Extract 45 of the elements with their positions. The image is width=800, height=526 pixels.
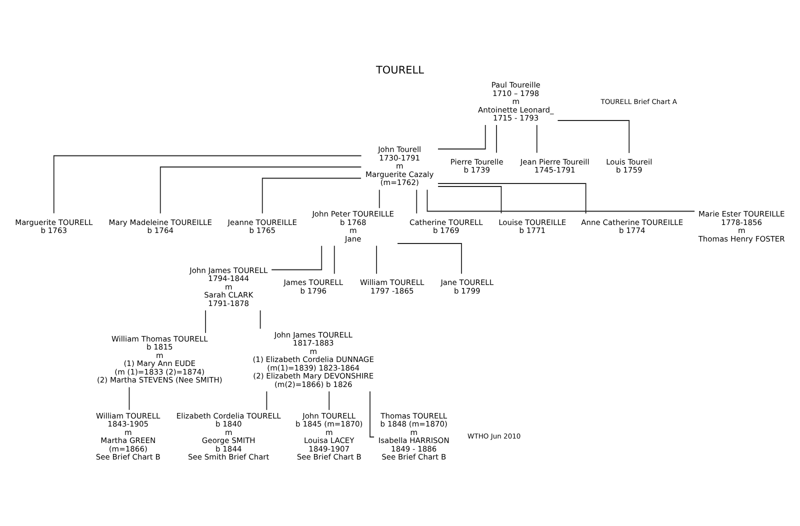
- node-text: Anne Catherine TOUREILLE b 1774: [581, 218, 684, 235]
- node-text: Jane TOURELL b 1799: [440, 278, 494, 296]
- connector: [536, 124, 538, 154]
- node-text: John Tourell 1730-1791 m Marguerite Cazaly (m=1762): [366, 145, 434, 187]
- connector: [205, 310, 206, 334]
- node-text: John James TOURELL 1794-1844 m Sarah CLARK 1791-1878: [190, 266, 268, 308]
- connector: [262, 178, 362, 214]
- node-text: William Thomas TOURELL b 1815 m (1) Mary Ann EUDE (m (1)=1833 (2)=1874) (2) Martha STEVENS (Nee SMITH): [96, 334, 222, 385]
- node-text: Louis Toureil b 1759: [606, 157, 652, 175]
- connector: [557, 120, 630, 154]
- node-text: John Peter TOUREILLE b 1768 m Jane: [312, 210, 394, 244]
- connector: [53, 155, 362, 214]
- connector: [438, 124, 486, 150]
- node-text: William TOURELL 1843-1905 m Martha GREEN (m=1866) See Brief Chart B: [96, 411, 160, 462]
- node-text: Jean Pierre Toureill 1745-1791: [520, 157, 590, 175]
- connector: [416, 189, 418, 214]
- node-text: John James TOURELL 1817-1883 m (1) Elizabeth Cordelia DUNNAGE (m(1)=1839) 1823-1864 (2) Elizabeth Mary DEVONSHIRE (m(2)=1866) b 1826: [252, 330, 374, 389]
- node-text: Paul Toureille 1710 – 1798 m Antoinette Leonard_ 1715 - 1793: [478, 80, 554, 122]
- connector: [128, 386, 130, 410]
- connector: [271, 245, 322, 270]
- connector: [266, 390, 268, 410]
- node-text: James TOURELL b 1796: [284, 278, 344, 296]
- connector: [334, 245, 335, 274]
- node-text: Thomas TOURELL b 1848 (m=1870) m Isabella HARRISON 1849 - 1886 See Brief Chart B: [378, 411, 450, 462]
- node-text: William TOURELL 1797 -1865: [360, 278, 424, 296]
- node-text: Mary Madeleine TOUREILLE b 1764: [108, 218, 212, 235]
- node-text: Marie Ester TOUREILLE 1778-1856 m Thomas Henry FOSTER: [698, 210, 785, 244]
- diagram-title: TOURELL: [376, 64, 424, 76]
- node-text: Catherine TOURELL b 1769: [409, 218, 483, 235]
- node-text: Elizabeth Cordelia TOURELL b 1840 m George SMITH b 1844 See Smith Brief Chart: [176, 411, 281, 462]
- connector: [328, 390, 330, 410]
- connector: [260, 310, 261, 330]
- connector: [397, 243, 462, 274]
- node-text: John TOURELL b 1845 (m=1870) m Louisa LACEY 1849-1907 See Brief Chart B: [296, 411, 363, 462]
- connector: [160, 166, 362, 214]
- node-text: Jeanne TOUREILLE b 1765: [228, 218, 297, 235]
- connector: [438, 183, 586, 214]
- node-text: Louise TOUREILLE b 1771: [498, 218, 566, 235]
- connector: [378, 189, 380, 209]
- connector: [426, 189, 696, 212]
- connector: [376, 245, 378, 274]
- connector: [496, 124, 497, 154]
- node-text: Pierre Tourelle b 1739: [450, 157, 504, 175]
- connector: [438, 186, 502, 214]
- node-text: Marguerite TOURELL b 1763: [15, 218, 93, 235]
